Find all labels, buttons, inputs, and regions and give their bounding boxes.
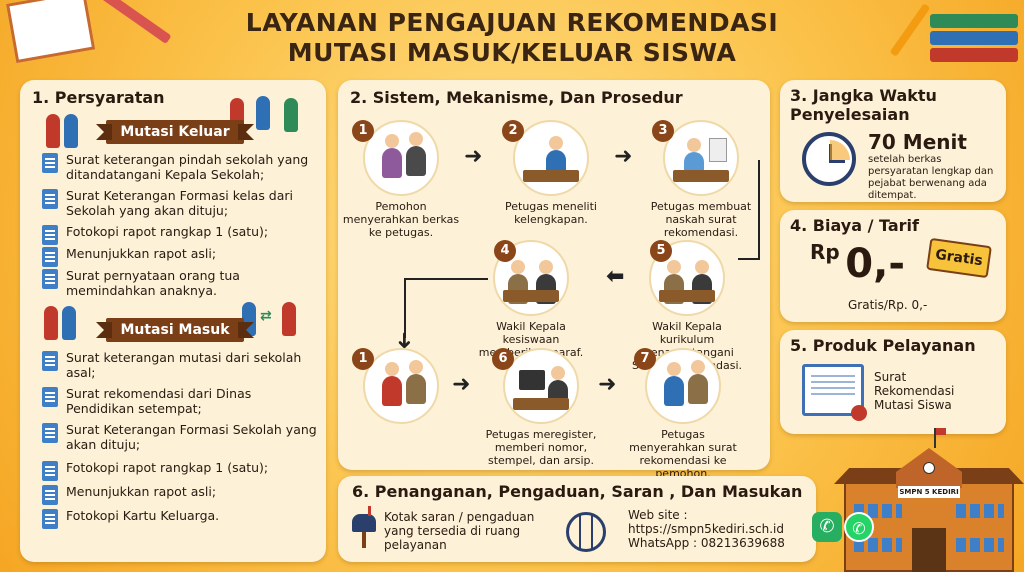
step-5: 5 Wakil Kepala kurikulum menandatangani … <box>628 240 746 372</box>
book-illustration-top-left <box>6 0 96 64</box>
list-item: Surat rekomendasi dari Dinas Pendidikan … <box>42 386 322 416</box>
document-icon <box>42 351 58 371</box>
document-icon <box>42 387 58 407</box>
step-6: 6 Petugas meregister, memberi nomor, ste… <box>482 348 600 467</box>
certificate-icon <box>802 364 867 421</box>
mutasi-keluar-label: Mutasi Keluar <box>96 120 254 144</box>
biaya-amount: Rp 0,- <box>810 240 905 288</box>
list-item: Surat pernyataan orang tua memindahkan a… <box>42 268 322 298</box>
handover-illustration <box>363 120 439 196</box>
arrow-right-icon: ➜ <box>464 144 483 169</box>
pengaduan-panel: 6. Penanganan, Pengaduan, Saran , Dan Ma… <box>338 476 816 562</box>
arrow-down-icon: ➜ <box>391 331 417 350</box>
officials-signing-illustration <box>649 240 725 316</box>
connector-line <box>738 258 760 260</box>
jangka-waktu-panel: 3. Jangka Waktu Penyelesaian 70 Menit se… <box>780 80 1006 202</box>
school-building-illustration: SMPN 5 KEDIRI <box>834 428 1024 572</box>
document-icon <box>42 247 58 267</box>
step-1-repeat: 1 <box>342 348 460 424</box>
clock-icon <box>802 132 856 186</box>
document-icon <box>42 485 58 505</box>
title-line-1: LAYANAN PENGAJUAN REKOMENDASI <box>245 8 779 37</box>
document-icon <box>42 509 58 529</box>
pencil-illustration-right <box>889 3 931 57</box>
step-caption: Petugas menyerahkan surat rekomendasi ke… <box>629 428 737 480</box>
jangka-waktu-heading: 3. Jangka Waktu Penyelesaian <box>790 86 937 124</box>
connector-line <box>758 160 760 260</box>
step-caption: Petugas membuat naskah surat rekomendasi… <box>650 200 752 239</box>
list-item: Menunjukkan rapot asli; <box>42 246 322 267</box>
officer-drafting-illustration <box>663 120 739 196</box>
arrow-left-icon: ⬅ <box>606 264 625 289</box>
whatsapp-text: WhatsApp : 08213639688 <box>628 536 785 550</box>
step-caption: Petugas meregister, memberi nomor, stemp… <box>485 428 597 467</box>
document-icon <box>42 461 58 481</box>
kotak-saran-text: Kotak saran / pengaduan yang tersedia di… <box>384 510 535 552</box>
handover-illustration <box>363 348 439 424</box>
books-illustration-top-right <box>930 14 1018 74</box>
produk-text: Surat Rekomendasi Mutasi Siswa <box>874 370 955 412</box>
clock-icon <box>923 462 935 474</box>
globe-icon <box>566 512 606 552</box>
document-icon <box>42 153 58 173</box>
website-link[interactable]: https://smpn5kediri.sch.id <box>628 522 784 536</box>
document-icon <box>42 225 58 245</box>
prosedur-heading: 2. Sistem, Mekanisme, Dan Prosedur <box>350 88 683 107</box>
mutasi-masuk-label: Mutasi Masuk <box>96 318 254 342</box>
phone-icon: ✆ <box>812 512 842 542</box>
produk-panel: 5. Produk Pelayanan Surat Rekomendasi Mu… <box>780 330 1006 434</box>
produk-heading: 5. Produk Pelayanan <box>790 336 976 355</box>
pencil-illustration <box>100 0 172 45</box>
biaya-value: 0,- <box>845 241 905 287</box>
pengaduan-heading: 6. Penanganan, Pengaduan, Saran , Dan Ma… <box>352 482 803 501</box>
officials-desk-illustration <box>493 240 569 316</box>
step-7: 7 Petugas menyerahkan surat rekomendasi … <box>624 348 742 480</box>
list-item: Surat keterangan mutasi dari sekolah asa… <box>42 350 322 380</box>
flag-icon <box>934 428 936 448</box>
list-item: Fotokopi rapot rangkap 1 (satu); <box>42 460 322 481</box>
biaya-panel: 4. Biaya / Tarif Rp 0,- Gratis Gratis/Rp… <box>780 210 1006 322</box>
list-item: Surat Keterangan Formasi Sekolah yang ak… <box>42 422 322 452</box>
list-item: Menunjukkan rapot asli; <box>42 484 322 505</box>
step-2: 2 Petugas meneliti kelengkapan. <box>492 120 610 226</box>
connector-line <box>404 278 488 280</box>
step-1: 1 Pemohon menyerahkan berkas ke petugas. <box>342 120 460 239</box>
step-3: 3 Petugas membuat naskah surat rekomenda… <box>642 120 760 239</box>
durasi-value: 70 Menit <box>868 130 967 154</box>
list-item: Fotokopi Kartu Keluarga. <box>42 508 322 529</box>
step-caption: Petugas meneliti kelengkapan. <box>505 200 597 226</box>
web-label: Web site : <box>628 508 688 522</box>
arrow-right-icon: ➜ <box>598 372 617 397</box>
step-caption: Pemohon menyerahkan berkas ke petugas. <box>342 200 460 239</box>
arrow-right-icon: ➜ <box>452 372 471 397</box>
mailbox-icon <box>352 506 376 548</box>
list-item: Fotokopi rapot rangkap 1 (satu); <box>42 224 322 245</box>
document-icon <box>42 423 58 443</box>
arrow-right-icon: ➜ <box>614 144 633 169</box>
list-item: Surat Keterangan Formasi kelas dari Seko… <box>42 188 322 218</box>
persyaratan-heading: 1. Persyaratan <box>32 88 165 107</box>
document-icon <box>42 189 58 209</box>
transfer-arrows-icon: ⇄ <box>260 308 272 324</box>
officer-checking-illustration <box>513 120 589 196</box>
persyaratan-panel: 1. Persyaratan Mutasi Keluar Surat keter… <box>20 80 326 562</box>
gratis-badge: Gratis <box>926 237 992 279</box>
prosedur-panel: 2. Sistem, Mekanisme, Dan Prosedur 1 Pem… <box>338 80 770 480</box>
step-4: 4 Wakil Kepala kesiswaan memberikan para… <box>472 240 590 359</box>
connector-line <box>404 278 406 338</box>
school-sign: SMPN 5 KEDIRI <box>898 486 960 498</box>
biaya-note: Gratis/Rp. 0,- <box>848 298 928 312</box>
officer-computer-illustration <box>503 348 579 424</box>
document-icon <box>42 269 58 289</box>
biaya-heading: 4. Biaya / Tarif <box>790 216 919 235</box>
whatsapp-icon: ✆ <box>844 512 874 542</box>
durasi-note: setelah berkas persyaratan lengkap dan p… <box>868 154 994 201</box>
title-line-2: MUTASI MASUK/KELUAR SISWA <box>287 38 737 67</box>
handover-letter-illustration <box>645 348 721 424</box>
list-item: Surat keterangan pindah sekolah yang dit… <box>42 152 322 182</box>
page-title: LAYANAN PENGAJUAN REKOMENDASI MUTASI MAS… <box>200 8 824 68</box>
biaya-currency: Rp <box>810 240 840 264</box>
